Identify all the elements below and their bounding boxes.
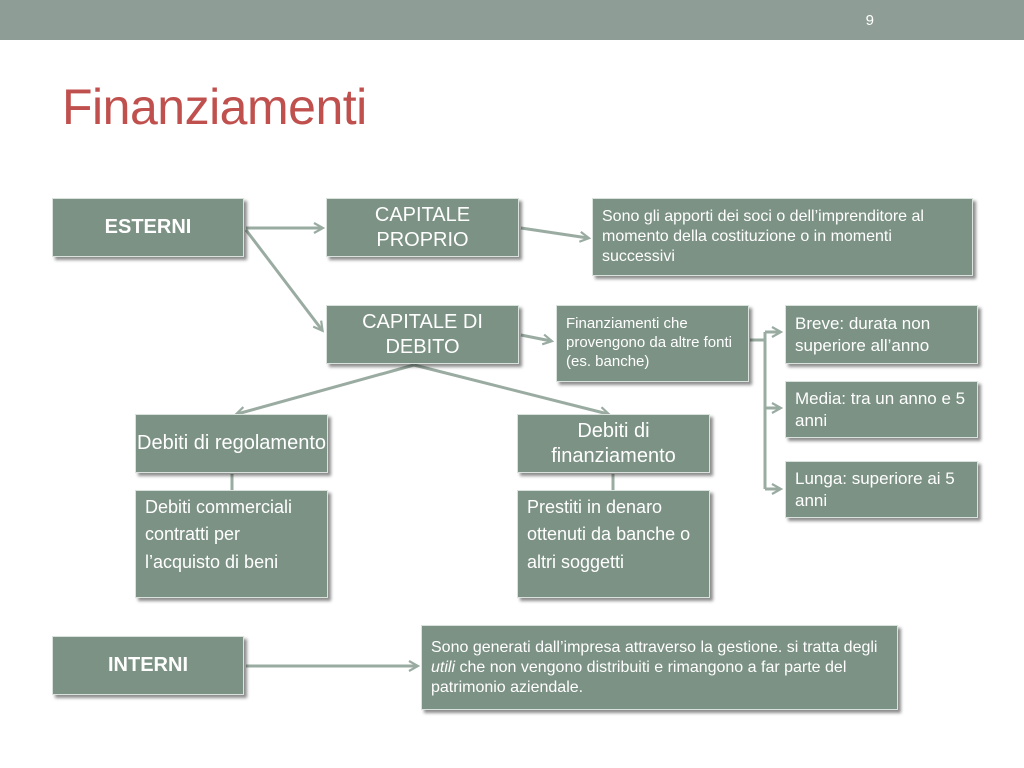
arrow-debito-to-finanziamento — [413, 363, 608, 414]
interni-desc: Sono generati dall’impresa attraverso la… — [431, 638, 878, 696]
arrow-proprio-to-desc — [520, 226, 588, 238]
top-bar: 9 — [0, 0, 1024, 40]
breve-label: Breve: durata non superiore all’anno — [795, 314, 931, 355]
debiti-regolamento-desc: Debiti commerciali contratti per l’acqui… — [145, 497, 293, 572]
capitale-di-debito-desc-box: Finanziamenti che provengono da altre fo… — [556, 305, 749, 382]
capitale-di-debito-box: CAPITALE DI DEBITO — [326, 305, 519, 364]
debiti-regolamento-box: Debiti di regolamento — [135, 414, 328, 473]
interni-box: INTERNI — [52, 636, 244, 695]
debiti-finanziamento-label: Debiti di finanziamento — [551, 419, 676, 467]
arrow-debito-to-desc — [520, 333, 551, 341]
capitale-proprio-desc-box: Sono gli apporti dei soci o dell’imprend… — [592, 198, 973, 276]
page-number: 9 — [865, 12, 874, 29]
lunga-box: Lunga: superiore ai 5 anni — [785, 461, 978, 518]
lunga-label: Lunga: superiore ai 5 anni — [795, 469, 955, 510]
breve-box: Breve: durata non superiore all’anno — [785, 305, 978, 364]
debiti-finanziamento-desc-box: Prestiti in denaro ottenuti da banche o … — [517, 490, 710, 598]
esterni-label: ESTERNI — [104, 216, 192, 238]
slide-title: Finanziamenti — [62, 79, 367, 135]
capitale-proprio-desc: Sono gli apporti dei soci o dell’imprend… — [602, 208, 924, 265]
capitale-di-debito-label: CAPITALE DI DEBITO — [362, 310, 483, 358]
interni-desc-box: Sono generati dall’impresa attraverso la… — [421, 625, 898, 710]
arrow-esterni-to-capitale-di-debito — [244, 229, 322, 330]
utili-emphasis: utili — [431, 658, 456, 676]
capitale-proprio-box: CAPITALE PROPRIO — [326, 198, 519, 257]
debiti-finanziamento-desc: Prestiti in denaro ottenuti da banche o … — [527, 497, 691, 572]
arrow-debito-to-regolamento — [237, 363, 415, 414]
debiti-regolamento-desc-box: Debiti commerciali contratti per l’acqui… — [135, 490, 328, 598]
esterni-box: ESTERNI — [52, 198, 244, 257]
capitale-di-debito-desc: Finanziamenti che provengono da altre fo… — [566, 315, 732, 370]
capitale-proprio-label: CAPITALE PROPRIO — [374, 203, 471, 251]
debiti-regolamento-label: Debiti di regolamento — [137, 432, 326, 454]
debiti-finanziamento-box: Debiti di finanziamento — [517, 414, 710, 473]
interni-label: INTERNI — [108, 654, 188, 676]
media-label: Media: tra un anno e 5 anni — [795, 389, 966, 430]
media-box: Media: tra un anno e 5 anni — [785, 381, 978, 438]
